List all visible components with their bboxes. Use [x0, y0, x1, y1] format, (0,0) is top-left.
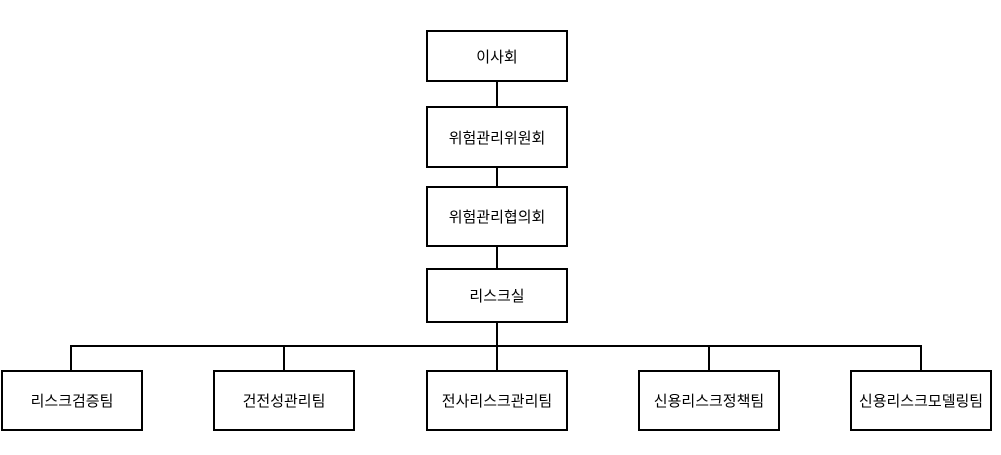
- connector-team-4: [708, 345, 710, 372]
- connector-horizontal-bus: [70, 345, 921, 347]
- connector-office-bus: [496, 321, 498, 346]
- node-board: 이사회: [426, 30, 568, 82]
- node-risk-council: 위험관리협의회: [426, 186, 568, 247]
- node-team-risk-verification: 리스크검증팀: [1, 370, 143, 431]
- connector-team-2: [283, 345, 285, 372]
- node-risk-committee: 위험관리위원회: [426, 106, 568, 168]
- connector-team-1: [70, 345, 72, 372]
- node-team-enterprise-risk: 전사리스크관리팀: [426, 370, 568, 431]
- node-risk-office: 리스크실: [426, 268, 568, 323]
- connector-team-3: [496, 345, 498, 372]
- connector-council-office: [496, 245, 498, 270]
- node-team-soundness: 건전성관리팀: [213, 370, 355, 431]
- node-team-credit-policy: 신용리스크정책팀: [638, 370, 780, 431]
- node-team-credit-modeling: 신용리스크모델링팀: [850, 370, 992, 431]
- connector-board-committee: [496, 80, 498, 108]
- connector-team-5: [920, 345, 922, 372]
- connector-committee-council: [496, 166, 498, 188]
